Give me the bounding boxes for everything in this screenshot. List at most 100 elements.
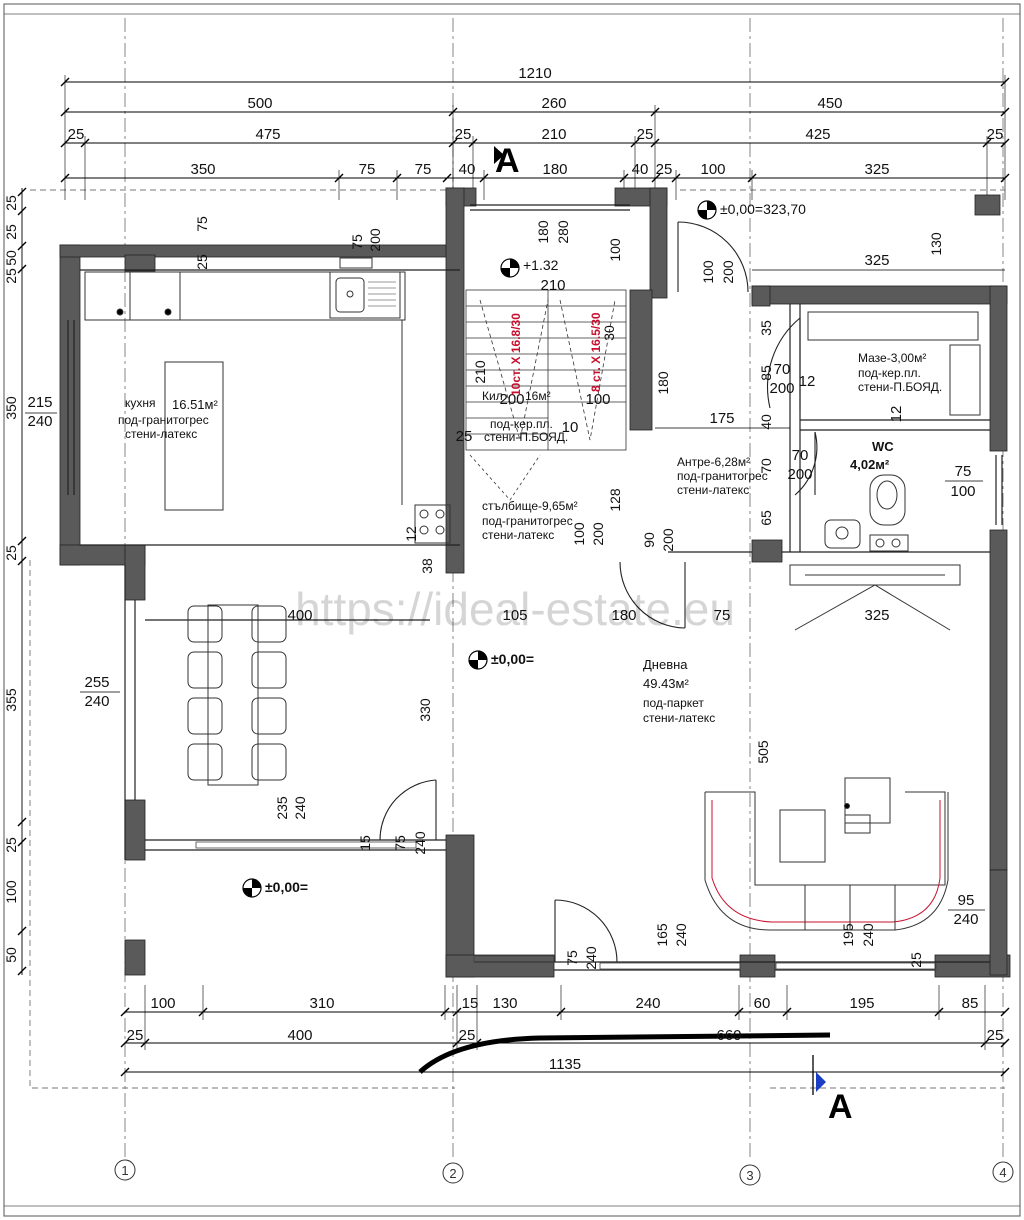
dining-table (187, 604, 287, 786)
dim-top3-5: 425 (805, 126, 830, 143)
section-letter-top: A (495, 142, 520, 180)
dim-180: 180 (535, 220, 551, 244)
axis-3: 3 (746, 1168, 753, 1183)
dim-top4-6: 25 (656, 161, 673, 178)
dim-210v: 210 (472, 360, 488, 384)
hall-walls: стени-латекс (677, 483, 749, 497)
dim-210: 210 (540, 277, 565, 294)
dim-70b: 70 (758, 458, 774, 474)
dim-bot2-0: 25 (127, 1027, 144, 1044)
dim-200c: 200 (660, 528, 676, 552)
room-hall: Антре-6,28м² под-гранитогрес стени-латек… (677, 455, 768, 497)
dim-top4-3: 40 (459, 161, 476, 178)
living-furniture (779, 564, 961, 863)
dim-bot2-4: 25 (987, 1027, 1004, 1044)
storage-floor: под-кер.пл. (858, 366, 921, 380)
dim-75c: 75 (714, 607, 731, 624)
dim-35: 35 (758, 320, 774, 336)
walls (59, 187, 1011, 978)
living-name: Дневна (643, 657, 688, 672)
room-storage: Мазе-3,00м² под-кер.пл. стени-П.БОЯД. (858, 351, 942, 394)
living-walls: стени-латекс (643, 711, 715, 725)
dim-505: 505 (755, 740, 771, 764)
dim-240b: 240 (84, 693, 109, 710)
dims-bottom-text: 100 310 15 130 240 60 195 85 25 400 25 6… (127, 995, 1004, 1073)
kitchen-floor: под-гранитогрес (118, 413, 209, 427)
dim-30: 30 (601, 325, 617, 341)
dim-top4-7: 100 (700, 161, 725, 178)
dim-top3-2: 25 (455, 126, 472, 143)
boiler-walls: стени-П.БОЯД. (484, 430, 568, 444)
dim-bot1-7: 85 (962, 995, 979, 1012)
dim-200e: 200 (769, 380, 794, 397)
dim-240: 240 (27, 413, 52, 430)
section-letter-bottom: A (828, 1088, 853, 1126)
dim-85: 85 (758, 365, 774, 381)
dim-25b: 25 (908, 952, 924, 968)
dim-left-8: 100 (3, 880, 19, 904)
wc-name: WC (872, 439, 894, 454)
level-terrace-icon (242, 878, 262, 898)
stairs-name: стълбище-9,65м² (482, 499, 578, 513)
level-living-icon (468, 650, 488, 670)
boiler-floor: под-кер.пл. (490, 417, 553, 431)
dim-38: 38 (419, 558, 435, 574)
dim-70: 70 (774, 361, 791, 378)
dim-top4-2: 75 (415, 161, 432, 178)
dim-180b: 180 (611, 607, 636, 624)
dim-top3-4: 25 (637, 126, 654, 143)
dim-75b: 75 (349, 234, 365, 250)
dim-235: 235 (274, 796, 290, 820)
kitchen-area: 16.51м² (172, 397, 218, 412)
dim-left-4: 350 (3, 396, 19, 420)
level-living: ±0,00= (491, 651, 534, 667)
dim-95: 95 (958, 892, 975, 909)
dim-bot1-4: 240 (635, 995, 660, 1012)
dim-75d: 75 (392, 835, 408, 851)
dim-400: 400 (287, 607, 312, 624)
kitchen-name: кухня (125, 396, 156, 410)
kitchen-furniture (84, 257, 451, 544)
dim-top3-3: 210 (541, 126, 566, 143)
dim-200b: 200 (590, 522, 606, 546)
dim-75: 75 (194, 216, 210, 232)
storage-walls: стени-П.БОЯД. (858, 380, 942, 394)
hall-name: Антре-6,28м² (677, 455, 750, 469)
dim-240d: 240 (412, 831, 428, 855)
dim-240e: 240 (953, 911, 978, 928)
dim-130: 130 (928, 232, 944, 256)
dim-25s: 25 (456, 428, 473, 445)
dim-top3-6: 25 (987, 126, 1004, 143)
dim-left-9: 50 (3, 947, 19, 963)
dim-top-450: 450 (817, 95, 842, 112)
dim-200v: 200 (499, 391, 524, 408)
axis-2: 2 (449, 1166, 456, 1181)
dim-left-3: 25 (3, 268, 19, 284)
living-floor: под-паркет (643, 696, 704, 710)
dim-top4-8: 325 (864, 161, 889, 178)
level-marks: ±0,00=323,70 +1.32 ±0,00= ±0,00= (242, 200, 806, 898)
dim-bot1-0: 100 (150, 995, 175, 1012)
room-stairs: стълбище-9,65м² под-гранитогрес стени-ла… (482, 499, 578, 542)
thin-walls (67, 204, 1003, 971)
dim-bot1-1: 310 (309, 995, 334, 1012)
dim-left-5: 25 (3, 545, 19, 561)
dim-240c: 240 (292, 796, 308, 820)
dim-total-bottom: 1135 (549, 1056, 581, 1073)
dims-bottom (120, 985, 1010, 1077)
dim-165: 165 (654, 923, 670, 947)
dim-25: 25 (194, 254, 210, 270)
windows (195, 841, 937, 970)
dim-180v: 180 (655, 371, 671, 395)
level-terrace: ±0,00= (265, 879, 308, 895)
room-kitchen: кухня 16.51м² под-гранитогрес стени-лате… (118, 396, 218, 441)
terrain-curve (418, 1032, 831, 1074)
dim-top4-0: 350 (190, 161, 215, 178)
storage-name: Мазе-3,00м² (858, 351, 926, 365)
wc-area: 4,02м² (850, 457, 890, 472)
dim-90: 90 (641, 532, 657, 548)
dim-100s: 100 (585, 391, 610, 408)
axis-4: 4 (999, 1165, 1006, 1180)
dim-330: 330 (417, 698, 433, 722)
sofa (704, 791, 949, 931)
